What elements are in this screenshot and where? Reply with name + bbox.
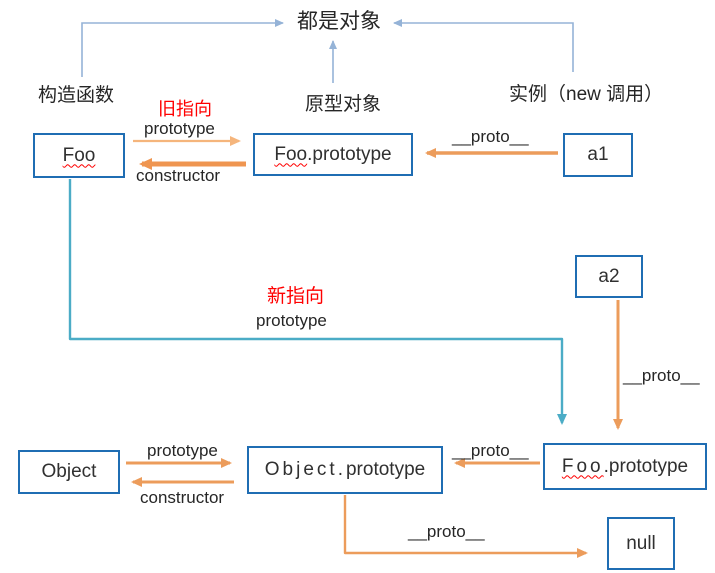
arrow-prototype-new bbox=[68, 179, 567, 425]
arrow-instance-to-title bbox=[393, 19, 574, 72]
box-foo-prototype-name: Foo bbox=[274, 143, 308, 165]
label-prototype-top: prototype bbox=[144, 119, 215, 138]
box-foo-label: Foo bbox=[62, 144, 96, 166]
label-prototype-bottom: prototype bbox=[147, 441, 218, 460]
box-foo-prototype-2: Foo.prototype bbox=[543, 443, 707, 490]
label-proto-null: __proto__ bbox=[408, 522, 485, 541]
label-proto-fooproto: __proto__ bbox=[452, 441, 529, 460]
label-constructor-function: 构造函数 bbox=[38, 85, 115, 106]
box-foo-prototype-2-name: Foo bbox=[561, 455, 604, 477]
box-object: Object bbox=[18, 450, 120, 494]
arrow-foo-to-title bbox=[81, 19, 284, 77]
label-constructor-top: constructor bbox=[136, 166, 221, 185]
label-proto-a2: __proto__ bbox=[623, 366, 700, 385]
label-prototype-object: 原型对象 bbox=[305, 94, 382, 115]
box-foo: Foo bbox=[33, 133, 125, 178]
box-a1: a1 bbox=[563, 133, 633, 177]
label-instance-new-call: 实例（new 调用） bbox=[509, 84, 664, 105]
box-foo-prototype: Foo.prototype bbox=[253, 133, 413, 176]
label-prototype-new: prototype bbox=[256, 311, 327, 330]
label-constructor-bottom: constructor bbox=[140, 488, 225, 507]
label-proto-a1: __proto__ bbox=[452, 127, 529, 146]
box-null: null bbox=[607, 517, 675, 570]
label-new-pointer: 新指向 bbox=[267, 286, 325, 307]
label-old-pointer: 旧指向 bbox=[158, 99, 212, 119]
title-everything-is-object: 都是对象 bbox=[297, 10, 381, 33]
box-object-prototype: Object.prototype bbox=[247, 446, 443, 494]
box-a2: a2 bbox=[575, 255, 643, 298]
arrow-proto-objproto-to-null bbox=[343, 495, 588, 558]
